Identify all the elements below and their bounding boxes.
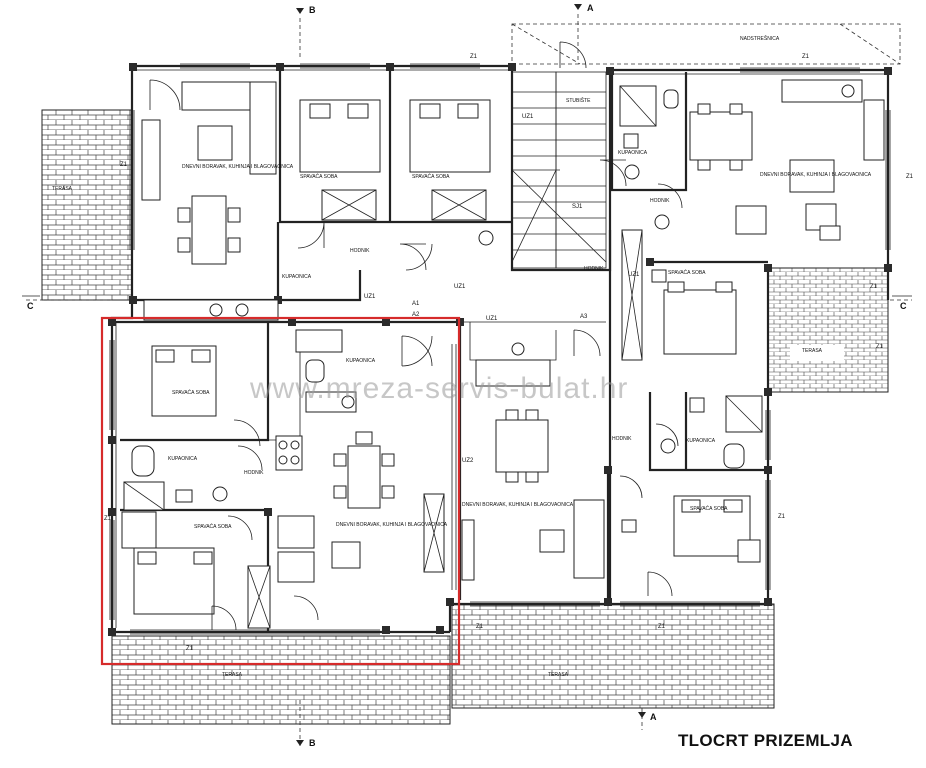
tag-sj1: SJ1 <box>572 204 583 210</box>
room-label: KUPAONICA <box>346 358 376 364</box>
room-label: DNEVNI BORAVAK, KUHINJA I BLAGOVAONICA <box>336 522 448 528</box>
tag-uz2: UZ2 <box>462 458 474 464</box>
section-mark-a-bottom: A <box>650 712 657 722</box>
tag-uz1: UZ1 <box>522 114 534 120</box>
room-label: HODNIK <box>650 198 670 204</box>
room-label: KUPAONICA <box>618 150 648 156</box>
room-label: DNEVNI BORAVAK, KUHINJA I BLAGOVAONICA <box>760 172 872 178</box>
staircase <box>511 71 607 269</box>
room-label: SPAVAĆA SOBA <box>194 523 232 530</box>
tag-a1: A1 <box>412 301 420 307</box>
room-label: KUPAONICA <box>686 438 716 444</box>
room-label: HODNIK <box>244 470 264 476</box>
room-label: HODNIK <box>350 248 370 254</box>
section-mark-b-bottom: B <box>309 738 316 748</box>
tag-z1: Z1 <box>476 624 484 630</box>
room-label: TERASA <box>52 186 73 192</box>
tag-z1: Z1 <box>658 624 666 630</box>
highlighted-apartment <box>100 316 461 666</box>
section-mark-c-right: C <box>900 301 907 311</box>
room-label: DNEVNI BORAVAK, KUHINJA I BLAGOVAONICA <box>462 502 574 508</box>
tag-uz1: UZ1 <box>454 284 466 290</box>
tag-z1: Z1 <box>778 514 786 520</box>
drawing-title: TLOCRT PRIZEMLJA <box>678 731 853 750</box>
tag-uz1: UZ1 <box>364 294 376 300</box>
tag-a2: A2 <box>412 312 420 318</box>
roof-canopy <box>511 23 901 65</box>
tag-z1: Z1 <box>120 162 128 168</box>
room-label: STUBIŠTE <box>566 97 591 104</box>
room-label: NADSTREŠNICA <box>740 35 780 42</box>
room-label: TERASA <box>548 672 569 678</box>
tag-z1: Z1 <box>870 284 878 290</box>
element-tags: Z1 Z1 Z1 Z1 Z1 Z1 Z1 Z1 Z1 Z1 Z1 UZ1 UZ1… <box>104 54 914 652</box>
tag-z1: Z1 <box>802 54 810 60</box>
furniture <box>121 79 885 629</box>
room-label: SPAVAĆA SOBA <box>690 505 728 512</box>
room-label: SPAVAĆA SOBA <box>412 173 450 180</box>
tag-z1: Z1 <box>876 344 884 350</box>
tag-z1: Z1 <box>906 174 914 180</box>
section-mark-c-left: C <box>27 301 34 311</box>
room-label: SPAVAĆA SOBA <box>172 389 210 396</box>
room-label: DNEVNI BORAVAK, KUHINJA I BLAGOVAONICA <box>182 164 294 170</box>
tag-z1: Z1 <box>470 54 478 60</box>
room-label: SPAVAĆA SOBA <box>300 173 338 180</box>
room-label: HODNIK <box>584 266 604 272</box>
tag-uz1: UZ1 <box>486 316 498 322</box>
doors <box>149 41 683 631</box>
room-label: HODNIK <box>612 436 632 442</box>
watermark: www.mreza-servis-bulat.hr <box>249 372 628 405</box>
tag-a3: A3 <box>580 314 588 320</box>
tag-z1: Z1 <box>104 516 112 522</box>
room-label: SPAVAĆA SOBA <box>668 269 706 276</box>
room-label: KUPAONICA <box>168 456 198 462</box>
tag-z1: Z1 <box>186 646 194 652</box>
tag-uz1: UZ1 <box>628 272 640 278</box>
room-label: TERASA <box>222 672 243 678</box>
room-label: KUPAONICA <box>282 274 312 280</box>
room-labels: DNEVNI BORAVAK, KUHINJA I BLAGOVAONICA S… <box>52 35 872 678</box>
room-label: TERASA <box>802 348 823 354</box>
section-lines <box>22 4 912 748</box>
section-mark-a-top: A <box>587 3 594 13</box>
windows <box>109 63 891 635</box>
section-mark-b-top: B <box>309 5 316 15</box>
